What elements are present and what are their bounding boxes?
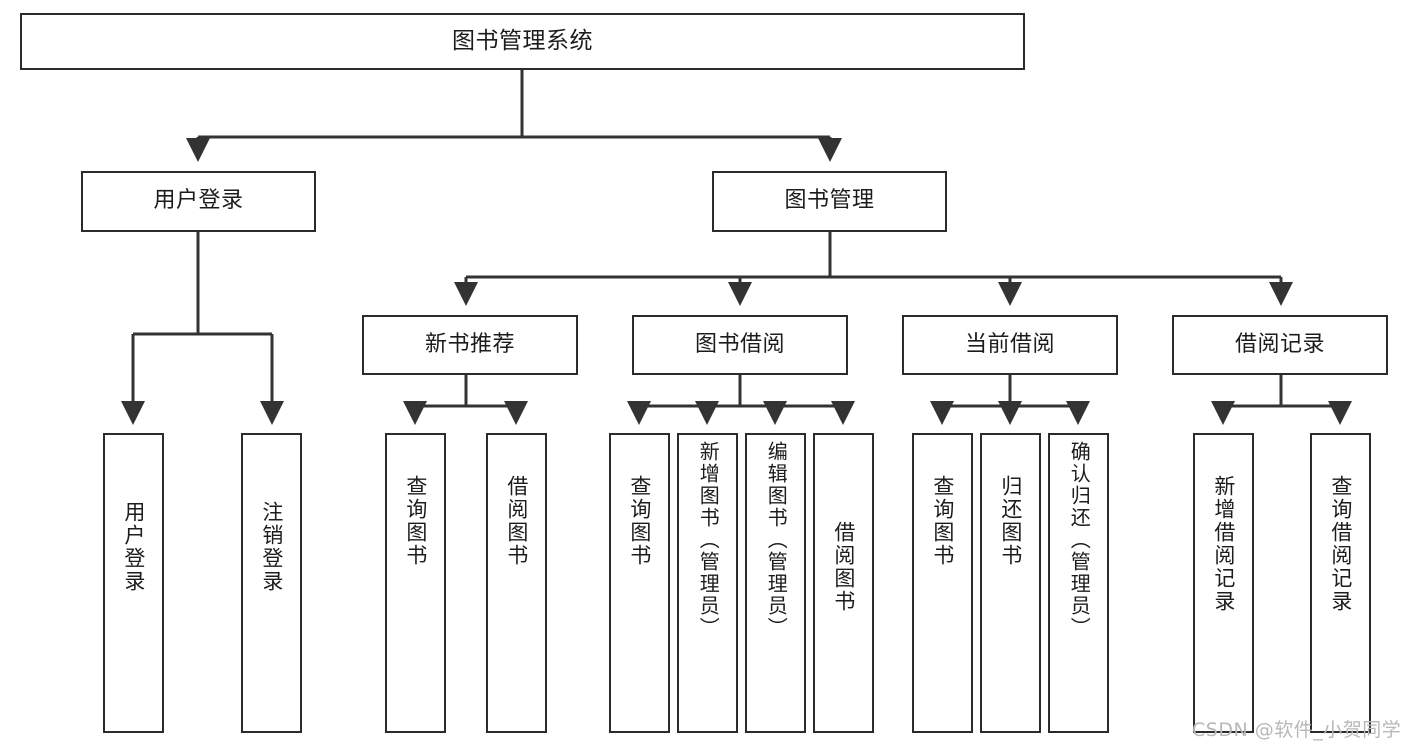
node-new-book-recommend[interactable]: 新书推荐 [362,315,578,375]
leaf-borrow-records-add-record[interactable]: 新增借阅记录 [1193,433,1254,733]
node-current-borrow[interactable]: 当前借阅 [902,315,1118,375]
node-label: 注销登录 [259,501,284,593]
node-label: 当前借阅 [964,331,1055,357]
node-label: 新增借阅记录 [1211,475,1236,613]
node-book-management[interactable]: 图书管理 [712,171,947,232]
leaf-book-borrow-edit-book-admin[interactable]: 编辑图书（管理员） [745,433,806,733]
leaf-borrow-records-query-record[interactable]: 查询借阅记录 [1310,433,1371,733]
leaf-user-login-logout[interactable]: 注销登录 [241,433,302,733]
node-label: 归还图书 [998,475,1023,567]
node-label: 借阅图书 [504,475,529,567]
node-label: 查询图书 [930,475,955,567]
node-label: 查询图书 [627,475,652,567]
leaf-book-borrow-query-book[interactable]: 查询图书 [609,433,670,733]
node-borrow-records[interactable]: 借阅记录 [1172,315,1388,375]
leaf-new-books-query-book[interactable]: 查询图书 [385,433,446,733]
leaf-book-borrow-borrow-book[interactable]: 借阅图书 [813,433,874,733]
node-label: 确认归还（管理员） [1067,441,1092,639]
node-label: 用户登录 [121,501,146,593]
leaf-new-books-borrow-book[interactable]: 借阅图书 [486,433,547,733]
leaf-current-borrow-confirm-return-admin[interactable]: 确认归还（管理员） [1048,433,1109,733]
leaf-book-borrow-add-book-admin[interactable]: 新增图书（管理员） [677,433,738,733]
csdn-watermark: CSDN @软件_小贺同学 [1192,719,1402,741]
node-label: 新书推荐 [424,331,515,357]
node-root-book-management-system[interactable]: 图书管理系统 [20,13,1025,70]
node-label: 图书管理 [784,188,875,214]
node-label: 借阅图书 [831,521,856,613]
node-label: 用户登录 [153,188,244,214]
leaf-current-borrow-return-book[interactable]: 归还图书 [980,433,1041,733]
node-label: 图书管理系统 [452,27,593,54]
node-label: 新增图书（管理员） [696,441,721,639]
leaf-current-borrow-query-book[interactable]: 查询图书 [912,433,973,733]
node-label: 编辑图书（管理员） [764,441,789,639]
node-label: 借阅记录 [1234,331,1325,357]
node-book-borrow[interactable]: 图书借阅 [632,315,848,375]
node-label: 图书借阅 [694,331,785,357]
node-user-login[interactable]: 用户登录 [81,171,316,232]
node-label: 查询图书 [403,475,428,567]
node-label: 查询借阅记录 [1328,475,1353,613]
leaf-user-login-login[interactable]: 用户登录 [103,433,164,733]
